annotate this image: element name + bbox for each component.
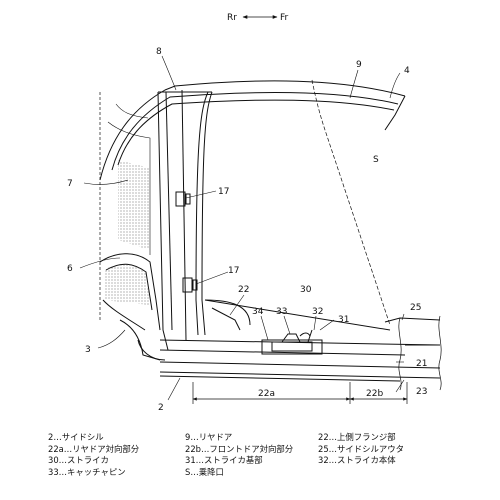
callout-2: 2 xyxy=(158,403,164,413)
legend-item: S…乗降口 xyxy=(185,466,224,477)
callout-33: 33 xyxy=(276,307,287,317)
legend-item: 2…サイドシル xyxy=(48,432,104,442)
callout-leaders xyxy=(79,55,405,401)
callout-23: 23 xyxy=(416,387,427,397)
legend-item: 22a…リヤドア対向部分 xyxy=(48,443,140,454)
direction-rear-label: Rr xyxy=(227,13,237,23)
callout-4: 4 xyxy=(404,66,410,76)
legend-column-2: 9…リヤドア 22b…フロントドア対向部分 31…ストライカ基部 S…乗降口 xyxy=(185,432,293,478)
callout-17-upper: 17 xyxy=(218,187,229,197)
callout-17-lower: 17 xyxy=(228,266,239,276)
callout-22: 22 xyxy=(238,285,249,295)
legend-column-3: 22…上側フランジ部 25…サイドシルアウタ 32…ストライカ本体 xyxy=(318,432,404,467)
legend-item: 25…サイドシルアウタ xyxy=(318,443,405,454)
legend-item: 32…ストライカ本体 xyxy=(318,455,396,466)
legend-item: 31…ストライカ基部 xyxy=(185,455,263,466)
vehicle-body-outline xyxy=(99,79,442,391)
legend-column-1: 2…サイドシル 22a…リヤドア対向部分 30…ストライカ 33…キャッチャピン xyxy=(48,432,139,478)
callout-32: 32 xyxy=(312,307,323,317)
legend-item: 30…ストライカ xyxy=(48,455,109,466)
callout-25: 25 xyxy=(410,303,421,313)
callout-3: 3 xyxy=(85,345,91,355)
legend-item: 33…キャッチャピン xyxy=(48,466,126,477)
callout-labels: 8 9 4 S 7 17 6 17 22 30 25 34 33 32 31 3… xyxy=(67,47,427,413)
callout-7: 7 xyxy=(67,179,73,189)
callout-22b: 22b xyxy=(366,389,383,399)
callout-8: 8 xyxy=(156,47,162,57)
dimension-lines xyxy=(192,382,408,404)
direction-front-label: Fr xyxy=(280,13,289,23)
legend-item: 22b…フロントドア対向部分 xyxy=(185,443,294,454)
callout-22a: 22a xyxy=(258,389,275,399)
callout-s: S xyxy=(373,155,379,165)
legend-item: 9…リヤドア xyxy=(185,432,233,442)
callout-6: 6 xyxy=(67,264,73,274)
callout-21: 21 xyxy=(416,359,427,369)
callout-30: 30 xyxy=(300,285,312,295)
legend-item: 22…上側フランジ部 xyxy=(318,432,396,442)
callout-34: 34 xyxy=(252,307,264,317)
callout-9: 9 xyxy=(356,60,362,70)
callout-31: 31 xyxy=(338,315,349,325)
